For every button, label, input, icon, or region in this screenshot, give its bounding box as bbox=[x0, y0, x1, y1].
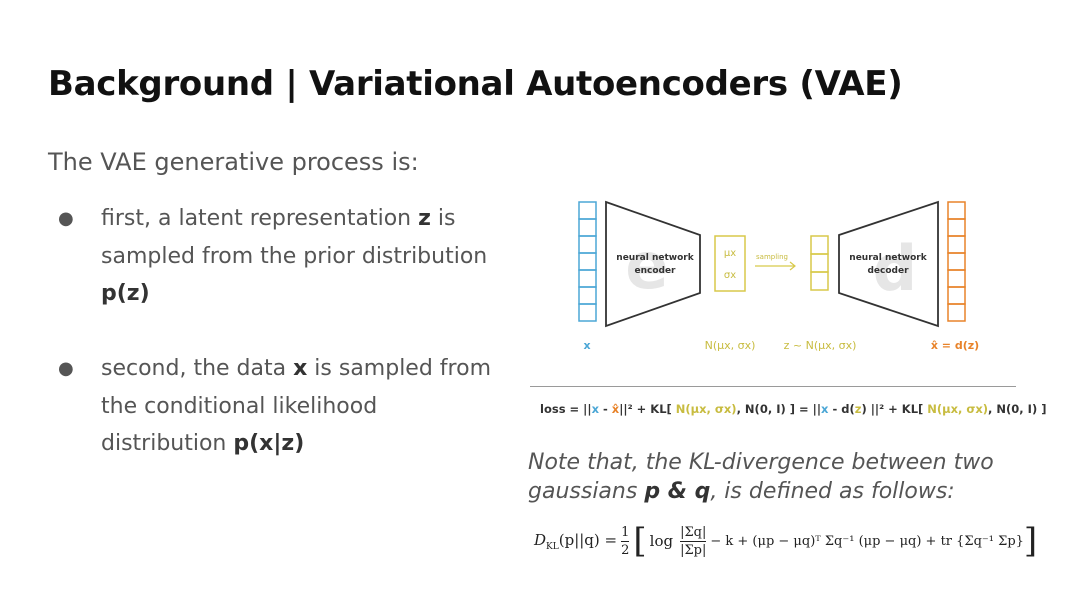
decoder-watermark: d bbox=[873, 232, 917, 305]
divider bbox=[530, 386, 1016, 387]
decoder-label-line2: decoder bbox=[867, 266, 909, 276]
input-vector bbox=[578, 201, 597, 322]
output-label: x̂ = d(z) bbox=[931, 339, 979, 352]
sampling-label: sampling bbox=[756, 253, 788, 261]
slide-title: Background | Variational Autoencoders (V… bbox=[48, 64, 903, 104]
intro-text: The VAE generative process is: bbox=[48, 148, 419, 176]
encoder-block: e neural network encoder bbox=[605, 200, 701, 328]
bullet-text: first, a latent representation z is samp… bbox=[101, 206, 488, 306]
mu-label: μx bbox=[724, 248, 736, 259]
kl-note: Note that, the KL-divergence between two… bbox=[528, 450, 994, 504]
sampling-arrow-icon: sampling bbox=[755, 253, 796, 271]
encoder-label-line2: encoder bbox=[634, 266, 676, 276]
sigma-label: σx bbox=[724, 270, 736, 281]
bullet-dot-icon: ● bbox=[58, 358, 74, 379]
z-vector bbox=[810, 235, 829, 291]
determinant-fraction: |Σq||Σp| bbox=[680, 524, 707, 558]
input-label: x bbox=[583, 339, 590, 352]
vae-diagram: e neural network encoder μx σx sampling … bbox=[578, 200, 979, 352]
loss-equation: loss = ||x - x̂||² + KL[ N(μx, σx), N(0,… bbox=[540, 402, 1047, 416]
bullet-dot-icon: ● bbox=[58, 208, 74, 229]
decoder-block: d neural network decoder bbox=[838, 200, 939, 328]
output-vector bbox=[947, 201, 966, 322]
distribution-label: N(μx, σx) bbox=[705, 339, 756, 352]
bullet-text: second, the data x is sampled from the c… bbox=[101, 356, 491, 456]
z-sample-label: z ~ N(μx, σx) bbox=[784, 339, 857, 352]
latent-params-box: μx σx bbox=[714, 235, 746, 292]
decoder-label-line1: neural network bbox=[849, 253, 927, 263]
encoder-watermark: e bbox=[625, 230, 668, 304]
encoder-label-line1: neural network bbox=[616, 253, 694, 263]
